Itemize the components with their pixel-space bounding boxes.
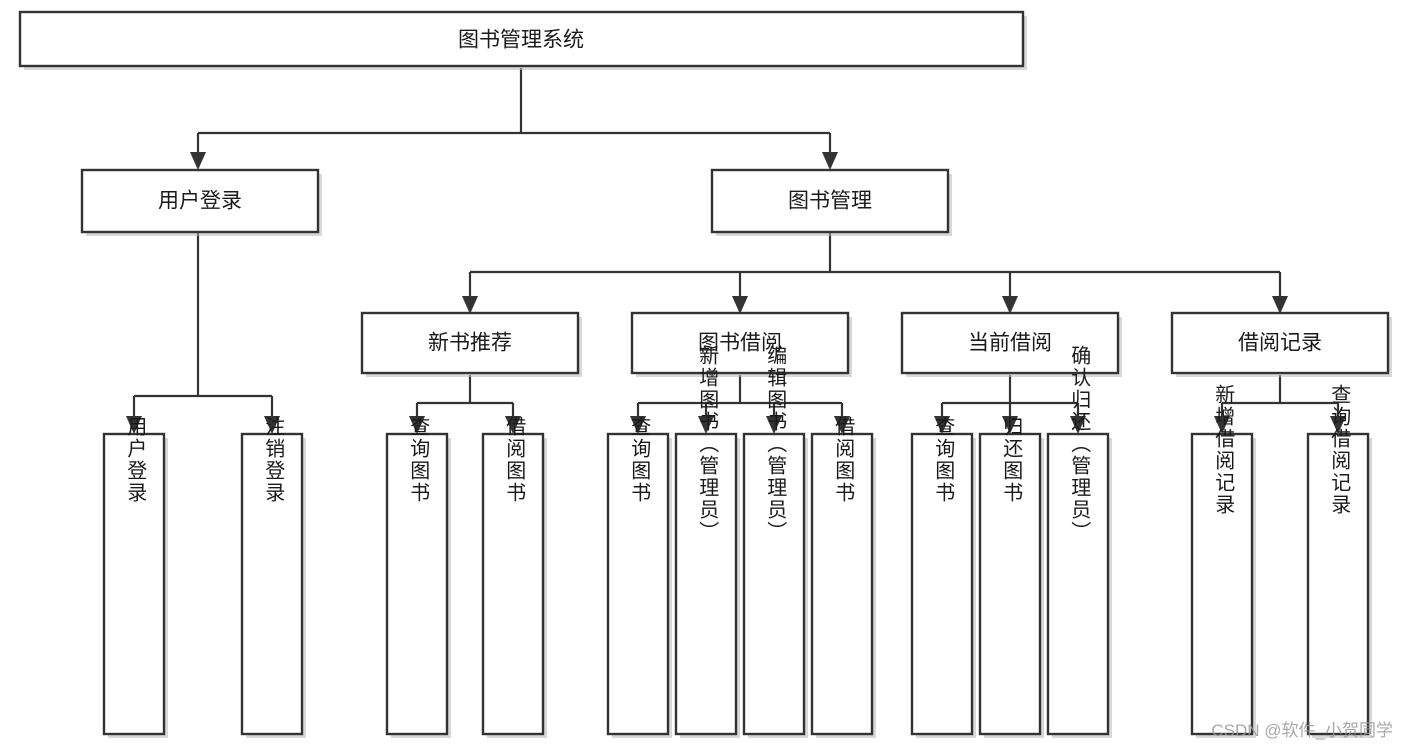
connector-layer	[126, 68, 1346, 434]
user-login-label: 用户登录	[158, 190, 242, 213]
arrow-head-borrow-record	[1272, 296, 1288, 314]
arrow-head-leaf-query-book-3	[934, 416, 950, 434]
node-leaf-logout[interactable]: 注销登录	[240, 416, 306, 738]
current-borrow-label: 当前借阅	[968, 332, 1052, 355]
leaf-user-login-label: 用户登录	[124, 416, 147, 504]
node-root[interactable]: 图书管理系统	[18, 10, 1027, 70]
leaf-query-record-label: 查询借阅记录	[1328, 384, 1351, 516]
node-leaf-add-book[interactable]: 新增图书（管理员）	[674, 345, 740, 738]
leaf-confirm-return-label: 确认归还（管理员）	[1068, 345, 1091, 543]
node-new-book-recommend[interactable]: 新书推荐	[360, 311, 582, 377]
current-borrow-box[interactable]	[900, 311, 1120, 375]
leaf-borrow-book-2-label: 借阅图书	[832, 416, 855, 504]
arrow-head-leaf-query-record	[1330, 416, 1346, 434]
node-leaf-confirm-return[interactable]: 确认归还（管理员）	[1046, 345, 1112, 738]
node-leaf-borrow-book-1[interactable]: 借阅图书	[481, 416, 547, 738]
arrow-head-current-borrow	[1002, 296, 1018, 314]
node-leaf-add-record[interactable]: 新增借阅记录	[1190, 384, 1256, 738]
leaf-query-book-1-box[interactable]	[385, 432, 449, 736]
node-book-borrow[interactable]: 图书借阅	[630, 311, 852, 377]
leaf-logout-label: 注销登录	[262, 416, 285, 504]
book-borrow-label: 图书借阅	[698, 332, 782, 355]
user-login-box[interactable]	[80, 168, 320, 234]
book-borrow-box[interactable]	[630, 311, 850, 375]
new-book-label: 新书推荐	[428, 332, 512, 355]
leaf-query-book-2-box[interactable]	[606, 432, 670, 736]
node-leaf-edit-book[interactable]: 编辑图书（管理员）	[742, 345, 808, 738]
arrow-head-leaf-logout	[264, 416, 280, 434]
node-book-manage[interactable]: 图书管理	[710, 168, 952, 236]
leaf-return-book-label: 归还图书	[1000, 416, 1023, 504]
borrow-record-label: 借阅记录	[1238, 332, 1322, 355]
leaf-borrow-book-1-label: 借阅图书	[503, 416, 526, 504]
leaf-edit-book-label: 编辑图书（管理员）	[764, 345, 787, 543]
arrow-head-book-manage	[822, 152, 838, 170]
leaf-borrow-book-1-box[interactable]	[481, 432, 545, 736]
leaf-edit-book-box[interactable]	[742, 432, 806, 736]
arrow-head-leaf-edit-book	[766, 416, 782, 434]
root-box[interactable]	[18, 10, 1025, 68]
leaf-query-book-3-box[interactable]	[910, 432, 974, 736]
arrow-head-leaf-query-book-1	[409, 416, 425, 434]
leaf-add-record-label: 新增借阅记录	[1212, 384, 1235, 516]
leaf-add-record-box[interactable]	[1190, 432, 1254, 736]
leaf-confirm-return-box[interactable]	[1046, 432, 1110, 736]
book-manage-box[interactable]	[710, 168, 950, 234]
node-borrow-record[interactable]: 借阅记录	[1170, 311, 1392, 377]
arrow-head-book-borrow	[732, 296, 748, 314]
arrow-head-leaf-user-login	[126, 416, 142, 434]
leaf-user-login-box[interactable]	[102, 432, 166, 736]
node-current-borrow[interactable]: 当前借阅	[900, 311, 1122, 377]
arrow-head-leaf-query-book-2	[630, 416, 646, 434]
arrow-head-user-login	[190, 152, 206, 170]
arrow-head-new-book	[462, 296, 478, 314]
borrow-record-box[interactable]	[1170, 311, 1390, 375]
new-book-box[interactable]	[360, 311, 580, 375]
node-leaf-query-book-1[interactable]: 查询图书	[385, 416, 451, 738]
arrow-head-leaf-add-book	[698, 416, 714, 434]
arrow-head-leaf-confirm-return	[1070, 416, 1086, 434]
node-leaf-query-book-2[interactable]: 查询图书	[606, 416, 672, 738]
leaf-query-book-3-label: 查询图书	[932, 416, 955, 504]
leaf-return-book-box[interactable]	[978, 432, 1042, 736]
arrow-head-leaf-add-record	[1214, 416, 1230, 434]
leaf-query-book-2-label: 查询图书	[628, 416, 651, 504]
arrow-head-leaf-borrow-book-1	[505, 416, 521, 434]
root-label: 图书管理系统	[458, 29, 584, 52]
arrow-head-leaf-return-book	[1002, 416, 1018, 434]
leaf-query-record-box[interactable]	[1306, 432, 1370, 736]
node-leaf-query-record[interactable]: 查询借阅记录	[1306, 384, 1372, 738]
node-user-login[interactable]: 用户登录	[80, 168, 322, 236]
leaf-logout-box[interactable]	[240, 432, 304, 736]
leaf-borrow-book-2-box[interactable]	[810, 432, 874, 736]
node-leaf-user-login[interactable]: 用户登录	[102, 416, 168, 738]
leaf-query-book-1-label: 查询图书	[407, 416, 430, 504]
leaf-add-book-label: 新增图书（管理员）	[696, 345, 719, 543]
arrow-head-leaf-borrow-book-2	[834, 416, 850, 434]
book-manage-label: 图书管理	[788, 190, 872, 213]
node-leaf-query-book-3[interactable]: 查询图书	[910, 416, 976, 738]
node-leaf-return-book[interactable]: 归还图书	[978, 416, 1044, 738]
node-leaf-borrow-book-2[interactable]: 借阅图书	[810, 416, 876, 738]
leaf-add-book-box[interactable]	[674, 432, 738, 736]
